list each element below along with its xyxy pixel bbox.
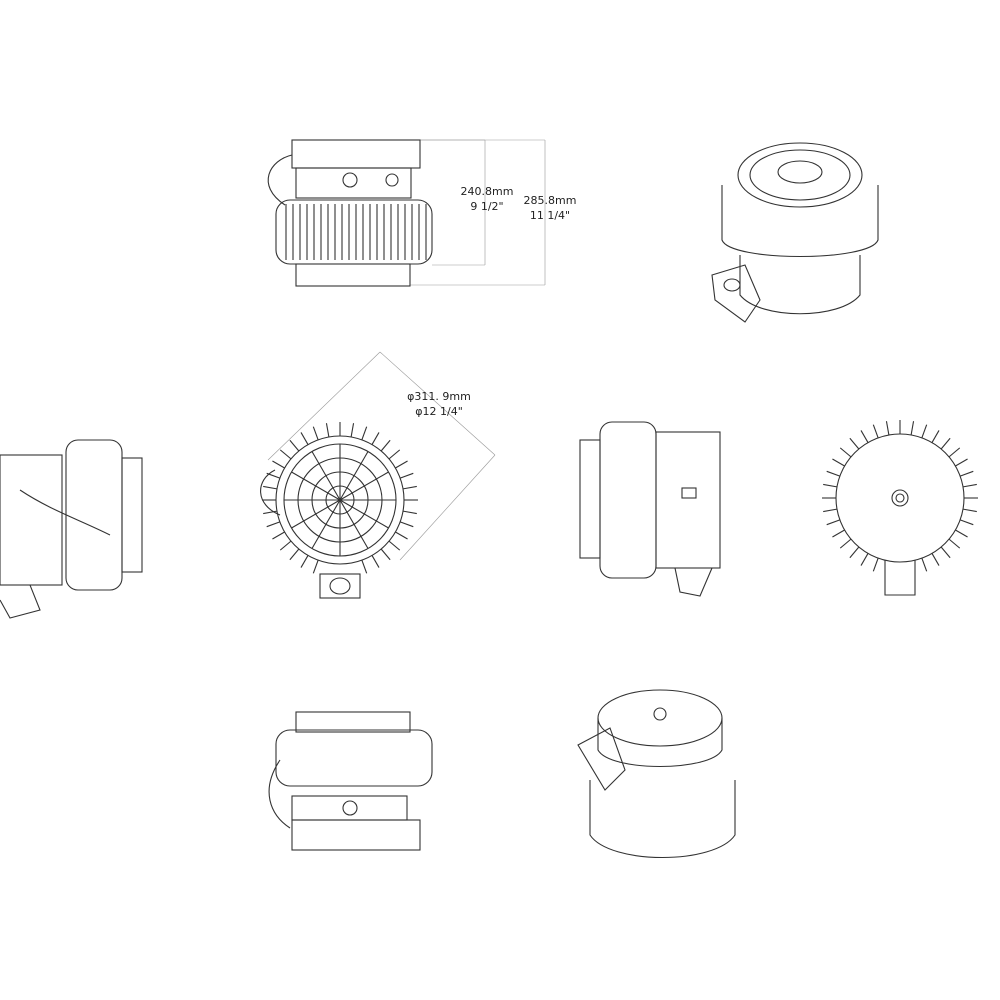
height-dimension-body: 240.8mm 9 1/2"	[452, 184, 522, 214]
diameter-imperial: φ12 1/4"	[415, 405, 463, 418]
cooling-fin	[300, 555, 309, 568]
grille-spoke	[311, 451, 341, 501]
cooling-fin	[380, 548, 391, 561]
side-view-right	[579, 421, 721, 597]
back-view	[822, 420, 978, 596]
cooling-fin	[959, 519, 974, 526]
cooling-fin	[371, 555, 380, 568]
cooling-fin	[839, 538, 852, 549]
cooling-fin	[962, 483, 977, 488]
cooling-fin	[955, 529, 968, 538]
isometric-view-bottom	[577, 689, 736, 859]
side-view-top	[267, 139, 433, 287]
cooling-fin	[272, 531, 285, 540]
cooling-fin	[289, 439, 300, 452]
cooling-fin	[402, 485, 417, 490]
cooling-fin	[860, 553, 869, 566]
front-view-grille	[260, 422, 418, 599]
grille-spoke	[311, 499, 341, 549]
cooling-fin	[823, 508, 838, 513]
cooling-fin	[266, 521, 281, 528]
grille-spoke	[291, 471, 341, 501]
cooling-fin	[839, 447, 852, 458]
cooling-fin	[371, 432, 380, 445]
grille-spoke	[339, 499, 369, 549]
cooling-fin	[931, 430, 940, 443]
cooling-fin	[312, 426, 319, 441]
cooling-fin	[962, 508, 977, 513]
grille-spoke	[339, 499, 389, 529]
cooling-fin	[921, 557, 928, 572]
diameter-metric: φ311. 9mm	[407, 390, 471, 403]
cooling-fin	[395, 531, 408, 540]
cooling-fin	[921, 424, 928, 439]
height-dimension-total: 285.8mm 11 1/4"	[515, 193, 585, 223]
cooling-fin	[279, 449, 292, 460]
cooling-fin	[826, 519, 841, 526]
grille-spoke	[291, 499, 341, 529]
cooling-fin	[279, 540, 292, 551]
diameter-dimension: φ311. 9mm φ12 1/4"	[404, 389, 474, 419]
cooling-fin	[823, 483, 838, 488]
cooling-fin	[849, 546, 860, 559]
cooling-fin	[399, 472, 414, 479]
isometric-view-top	[711, 142, 879, 323]
height-total-metric: 285.8mm	[523, 194, 577, 207]
cooling-fin	[388, 449, 401, 460]
cooling-fin	[350, 423, 355, 438]
cooling-fin	[948, 447, 961, 458]
cooling-fin	[826, 470, 841, 477]
grille-spoke	[339, 451, 369, 501]
cooling-fin	[955, 458, 968, 467]
cooling-fin	[872, 557, 879, 572]
cooling-fin	[959, 470, 974, 477]
cooling-fin	[289, 548, 300, 561]
side-view-left	[0, 439, 143, 619]
cooling-fin	[940, 437, 951, 450]
cooling-fin	[361, 426, 368, 441]
cooling-fin	[395, 460, 408, 469]
cooling-fin	[361, 559, 368, 574]
cooling-fin	[388, 540, 401, 551]
height-total-imperial: 11 1/4"	[529, 209, 571, 222]
cooling-fin	[948, 538, 961, 549]
cooling-fin	[832, 529, 845, 538]
cooling-fin	[263, 510, 278, 515]
cooling-fin	[910, 421, 915, 436]
cooling-fin	[300, 432, 309, 445]
cooling-fin	[931, 553, 940, 566]
cooling-fin	[399, 521, 414, 528]
cooling-fin	[263, 485, 278, 490]
cooling-fin	[832, 458, 845, 467]
cooling-fin	[849, 437, 860, 450]
cooling-fin	[325, 423, 330, 438]
cooling-fin	[380, 439, 391, 452]
cooling-fin	[872, 424, 879, 439]
cooling-fin	[312, 559, 319, 574]
side-view-bottom	[268, 711, 433, 851]
dimension-lines	[267, 139, 546, 561]
cooling-fin	[402, 510, 417, 515]
height-body-metric: 240.8mm	[460, 185, 514, 198]
cooling-fin	[860, 430, 869, 443]
cooling-fin	[885, 421, 890, 436]
cooling-fin	[940, 546, 951, 559]
grille-spoke	[339, 471, 389, 501]
cooling-fin	[272, 460, 285, 469]
height-body-imperial: 9 1/2"	[470, 200, 504, 213]
